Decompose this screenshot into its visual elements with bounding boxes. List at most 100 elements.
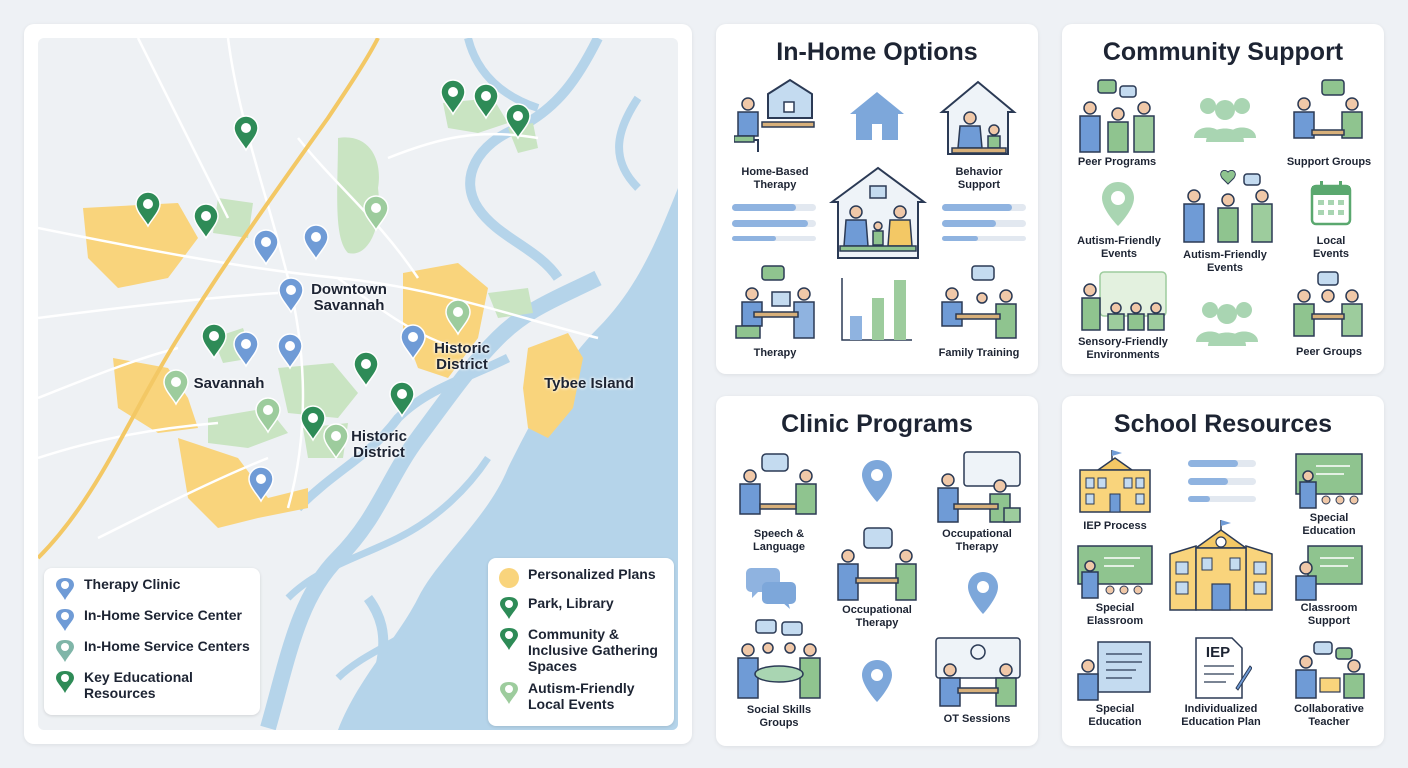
caption-peer-programs: Peer Programs [1077,156,1157,168]
resource-pin-icon[interactable] [300,405,326,442]
special-classroom-icon [1077,545,1153,599]
clinic-pin-icon-1 [862,460,892,502]
event-pin-icon[interactable] [163,369,189,406]
map-pin-icon [56,640,74,662]
group-people-icon-2 [1196,302,1258,346]
light-pin-icon [500,682,518,704]
community-support-panel: Community Support Peer Programs Support … [1062,24,1384,374]
therapy-pin-icon[interactable] [400,324,426,361]
home-therapy-icon [734,78,815,152]
caption-speech-language: Speech & Language [753,528,805,553]
occupational-therapy-icon-2 [837,527,917,601]
event-pin-icon[interactable] [363,195,389,232]
legend-label: Community & Inclusive Gathering Spaces [528,626,658,674]
legend-item: Personalized Plans [498,566,664,589]
therapy-pin-icon[interactable] [253,229,279,266]
classroom-support-icon [1295,545,1363,601]
clinic-programs-panel: Clinic Programs Speech & Language Occupa… [716,396,1038,746]
resource-pin-icon[interactable] [440,79,466,116]
label-savannah: Savannah [193,375,265,392]
map-card: Downtown Savannah Historic District Sava… [24,24,692,744]
map-pin-icon [56,609,74,631]
legend-item: In-Home Service Centers [54,638,250,663]
caption-individualized-education-plan: Individualized Education Plan [1181,703,1261,728]
social-skills-icon [737,619,821,699]
map-pin-icon [56,578,74,600]
in-home-options-title: In-Home Options [776,38,978,66]
legend-label: In-Home Service Centers [84,638,250,654]
speech-language-icon [739,453,817,515]
family-training-icon [941,265,1017,339]
therapy-pin-icon[interactable] [277,333,303,370]
caption-special-classroom: Special Elassroom [1086,602,1144,627]
event-pin-icon[interactable] [323,423,349,460]
resource-pin-icon[interactable] [389,381,415,418]
resource-pin-icon[interactable] [201,323,227,360]
caption-local-events: Local Events [1312,235,1350,260]
caption-special-education-2: Special Education [1088,703,1142,728]
location-pin-icon [1102,182,1134,226]
resource-pin-icon[interactable] [233,115,259,152]
label-historic-district-south: Historic District [351,428,407,461]
caption-occupational-therapy-1: Occupational Therapy [942,528,1012,553]
event-pin-icon[interactable] [445,299,471,336]
large-school-icon [1169,520,1273,611]
school-building-icon [1079,450,1151,513]
caption-iep-process: IEP Process [1083,520,1147,532]
therapy-pin-icon[interactable] [278,277,304,314]
behavior-support-icon [939,80,1017,155]
legend-label: Park, Library [528,595,614,611]
caption-classroom-support: Classroom Support [1300,602,1358,627]
caption-family-training: Family Training [938,347,1020,359]
clinic-pin-icon-3 [862,660,892,702]
therapy-pin-icon[interactable] [248,466,274,503]
caption-special-education-1: Special Education [1302,512,1356,537]
graduation-cap-pin-icon [56,671,74,693]
chat-bubbles-icon [746,568,796,609]
resource-pin-icon[interactable] [473,83,499,120]
school-resources-panel: School Resources IEP Process Special Edu… [1062,396,1384,746]
house-icon [850,92,904,140]
label-tybee-island: Tybee Island [544,375,634,392]
therapy-pin-icon[interactable] [303,224,329,261]
clinic-programs-title: Clinic Programs [781,410,973,438]
sensory-friendly-icon [1081,271,1167,331]
resource-pin-icon[interactable] [193,203,219,240]
legend-item: Community & Inclusive Gathering Spaces [498,626,664,674]
resource-pin-icon[interactable] [135,191,161,228]
people-pin-icon [500,628,518,650]
legend-item: Key Educational Resources [54,669,250,701]
caption-autism-friendly-events-2: Autism-Friendly Events [1183,249,1267,274]
special-education-board-icon [1295,453,1363,509]
legend-label: Personalized Plans [528,566,656,582]
school-resources-title: School Resources [1113,410,1333,438]
community-support-title: Community Support [1102,38,1344,66]
ot-sessions-icon [935,637,1021,707]
occupational-therapy-icon-1 [937,451,1021,523]
legend-label: Autism-Friendly Local Events [528,680,635,712]
resource-pin-icon[interactable] [505,103,531,140]
caption-ot-sessions: OT Sessions [943,713,1011,725]
inclusive-community-icon [1183,170,1273,243]
in-home-options-panel: In-Home Options Home-Based Therapy Behav… [716,24,1038,374]
group-people-icon [1194,98,1256,142]
clinic-pin-icon-2 [968,572,998,614]
progress-bars-left [732,204,816,241]
caption-autism-friendly-events-1: Autism-Friendly Events [1077,235,1161,260]
legend-label: Therapy Clinic [84,576,181,592]
collaborative-teacher-icon [1295,641,1365,699]
caption-social-skills-groups: Social Skills Groups [746,704,812,729]
event-pin-icon[interactable] [255,397,281,434]
label-historic-district-east: Historic District [434,340,490,373]
therapy-session-icon [735,265,815,339]
resource-pin-icon[interactable] [353,351,379,388]
legend-label: In-Home Service Center [84,607,242,623]
caption-home-based-therapy: Home-Based Therapy [741,166,809,191]
legend-item: Therapy Clinic [54,576,250,601]
caption-peer-groups: Peer Groups [1295,346,1363,358]
legend-item: In-Home Service Center [54,607,250,632]
therapy-pin-icon[interactable] [233,331,259,368]
legend-item: Autism-Friendly Local Events [498,680,664,712]
